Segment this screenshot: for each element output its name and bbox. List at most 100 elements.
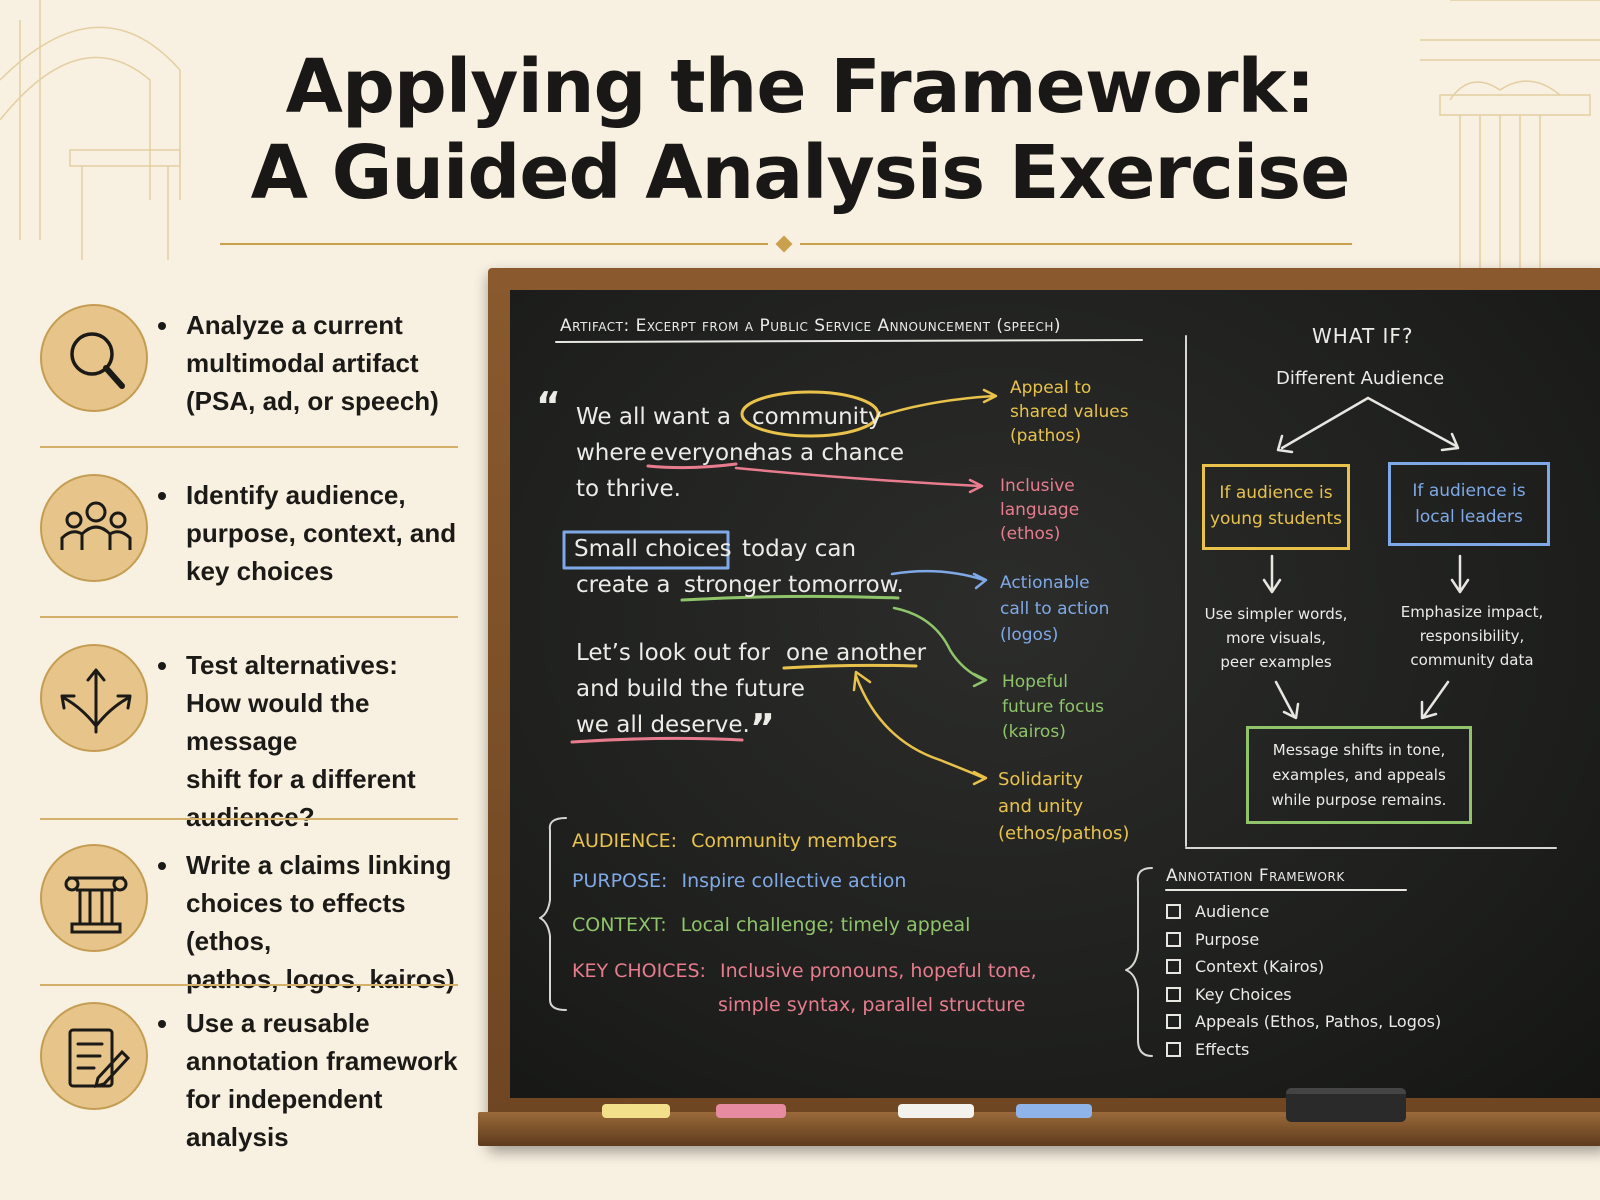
annotation-line: Hopeful [1002,672,1068,692]
annotation-line: and unity [998,796,1084,817]
rhetoric-context: CONTEXT: Local challenge; timely appeal [572,914,970,936]
conclusion-line: Message shifts in tone, [1272,741,1446,759]
objective-line: multimodal artifact [186,348,419,378]
checklist-item[interactable]: Effects [1166,1036,1441,1064]
checkbox-icon[interactable] [1166,1014,1181,1029]
checkbox-icon[interactable] [1166,1041,1181,1057]
checkbox-icon[interactable] [1166,986,1181,1002]
rhetoric-label: PURPOSE: [572,870,668,892]
checkbox-icon[interactable] [1166,904,1181,919]
box-line: young students [1209,509,1343,529]
annotation-line: (ethos) [1000,524,1061,544]
annotation-line: Inclusive [1000,476,1075,496]
result-line: peer examples [1220,653,1332,671]
quote-highlight-community: community [752,404,882,430]
objective-bullet [158,322,166,330]
page-title-line-1: Applying the Framework: [285,44,1316,130]
objective-line: purpose, context, and [186,518,457,548]
checklist-item[interactable]: Audience [1166,898,1441,926]
conclusion-line: while purpose remains. [1271,791,1447,809]
rhetoric-value: Community members [691,830,898,852]
conclusion-text: Message shifts in tone, examples, and ap… [1246,738,1472,813]
objective-bullet [158,492,166,500]
checklist-label: Appeals (Ethos, Pathos, Logos) [1195,1012,1442,1031]
local-leaders-label: If audience is local leaders [1388,478,1550,530]
artifact-label: Artifact: Excerpt from a Public Service … [560,316,1062,336]
objective-text-5: Use a reusable annotation framework for … [186,1004,486,1156]
quote-text: to thrive. [576,476,681,502]
annotation-line: language [1000,500,1080,520]
box-line: local leaders [1415,507,1523,527]
document-pen-icon [40,1002,148,1110]
quote-text: create a [576,572,671,598]
group-icon [40,474,148,582]
objective-line: Identify audience, [186,480,406,510]
objective-separator [40,616,458,618]
objective-line: How would the message [186,688,370,756]
objective-separator [40,446,458,448]
checklist-item[interactable]: Key Choices [1166,981,1441,1009]
objective-line: Write a claims linking [186,850,452,880]
annotation-pathos: Appeal to shared values (pathos) [1010,376,1129,448]
objective-line: for independent analysis [186,1084,383,1152]
checkbox-icon[interactable] [1166,931,1181,947]
pink-chalk [716,1104,786,1118]
checklist-label: Purpose [1195,929,1260,949]
title-divider-left [220,243,768,245]
conclusion-box [1246,726,1472,824]
box-line: If audience is [1412,481,1526,501]
branching-arrows-icon [40,644,148,752]
young-students-result: Use simpler words, more visuals, peer ex… [1196,602,1356,674]
annotation-line: (logos) [1000,625,1059,645]
objective-line: shift for a different [186,764,416,794]
rhetoric-value: Inspire collective action [681,870,907,892]
checklist-label: Effects [1195,1039,1250,1059]
objective-line: annotation framework [186,1046,458,1076]
objective-bullet [158,1020,166,1028]
rhetoric-value: Local challenge; timely appeal [680,914,971,936]
quote-highlight-we-all-deserve: we all deserve. [576,712,750,738]
rhetoric-key-choices: KEY CHOICES: Inclusive pronouns, hopeful… [572,960,1037,982]
chalkboard-eraser[interactable] [1286,1088,1406,1122]
annotation-line: future focus [1002,697,1105,717]
checklist-label: Audience [1195,902,1270,921]
annotation-line: Solidarity [998,769,1084,790]
result-line: responsibility, [1419,627,1525,645]
quote-text: and build the future [576,676,805,702]
white-chalk [898,1104,974,1118]
annotation-line: (pathos) [1010,426,1082,446]
young-students-box [1202,464,1350,550]
quote-highlight-stronger-tomorrow: stronger tomorrow. [684,572,904,598]
quote-highlight-one-another: one another [786,640,927,666]
quote-text: We all want a [576,404,731,430]
annotation-line: call to action [1000,599,1110,619]
result-line: Emphasize impact, [1400,603,1544,621]
page-title-line-2: A Guided Analysis Exercise [250,130,1351,216]
checklist-label: Key Choices [1195,984,1292,1004]
rhetoric-audience: AUDIENCE: Community members [572,830,897,852]
what-if-subheading: Different Audience [1276,368,1445,389]
box-line: If audience is [1219,483,1333,503]
checkbox-icon[interactable] [1166,959,1181,974]
open-quote-mark: “ [536,384,561,428]
rhetoric-purpose: PURPOSE: Inspire collective action [572,870,906,892]
annotation-line: shared values [1010,402,1129,422]
quote-text: Let’s look out for [576,640,770,666]
objective-bullet [158,662,166,670]
magnifier-icon [40,304,148,412]
annotation-line: (kairos) [1002,722,1066,742]
what-if-heading: WHAT IF? [1312,324,1414,348]
local-leaders-box [1388,462,1550,546]
rhetoric-value: Inclusive pronouns, hopeful tone, [720,960,1037,982]
checklist-item[interactable]: Purpose [1166,926,1441,954]
checklist-item[interactable]: Appeals (Ethos, Pathos, Logos) [1166,1008,1441,1036]
title-divider-right [800,243,1352,245]
yellow-chalk [602,1104,670,1118]
quote-highlight-small-choices: Small choices [574,536,732,562]
annotation-solidarity: Solidarity and unity (ethos/pathos) [998,766,1129,847]
objective-bullet [158,862,166,870]
checklist-item[interactable]: Context (Kairos) [1166,953,1441,981]
blue-chalk [1016,1104,1092,1118]
objective-separator [40,984,458,986]
